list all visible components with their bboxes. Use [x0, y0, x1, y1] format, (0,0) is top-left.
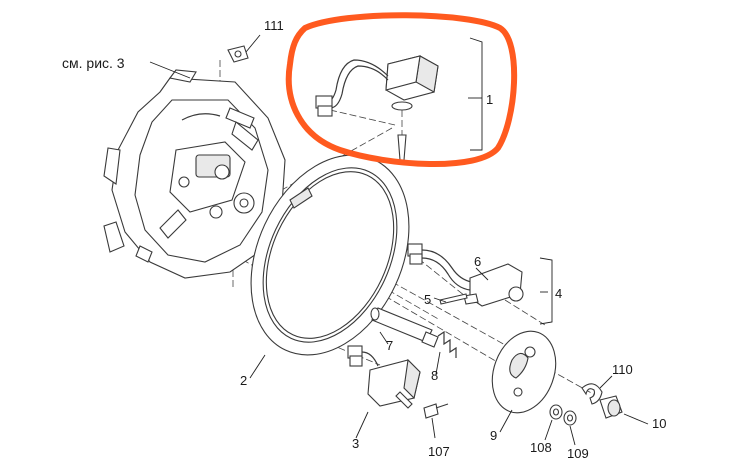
callout-110: 110	[612, 362, 633, 377]
part-10-knob	[599, 395, 623, 419]
leader-lines	[149, 34, 649, 446]
callout-2: 2	[240, 373, 247, 388]
callout-4: 4	[555, 286, 562, 301]
callout-8: 8	[431, 368, 438, 383]
callout-108: 108	[530, 440, 552, 455]
part-110-clip	[581, 383, 603, 405]
callout-3: 3	[352, 436, 359, 451]
part-3-actuator	[347, 345, 421, 409]
callout-1: 1	[486, 92, 493, 107]
part-107-screw	[423, 403, 449, 419]
part-2-ring	[250, 154, 410, 356]
callout-10: 10	[652, 416, 666, 431]
callout-7: 7	[386, 338, 393, 353]
callout-6: 6	[474, 254, 481, 269]
callout-107: 107	[428, 444, 450, 459]
reference-note: см. рис. 3	[62, 55, 125, 71]
part-1-motor	[315, 55, 439, 161]
part-7-shaft	[370, 307, 439, 348]
callout-9: 9	[490, 428, 497, 443]
callout-109: 109	[567, 446, 589, 461]
part-108-washer	[549, 404, 563, 420]
highlight-outline	[285, 12, 518, 167]
housing-bracket	[103, 69, 286, 279]
callout-111: 111	[264, 18, 284, 33]
part-9-disc	[491, 330, 557, 414]
part-8-spring	[437, 330, 457, 358]
part-111-clip	[227, 45, 249, 63]
part-5-pin	[439, 293, 468, 305]
part-109-nut	[563, 410, 577, 426]
callout-5: 5	[424, 292, 431, 307]
